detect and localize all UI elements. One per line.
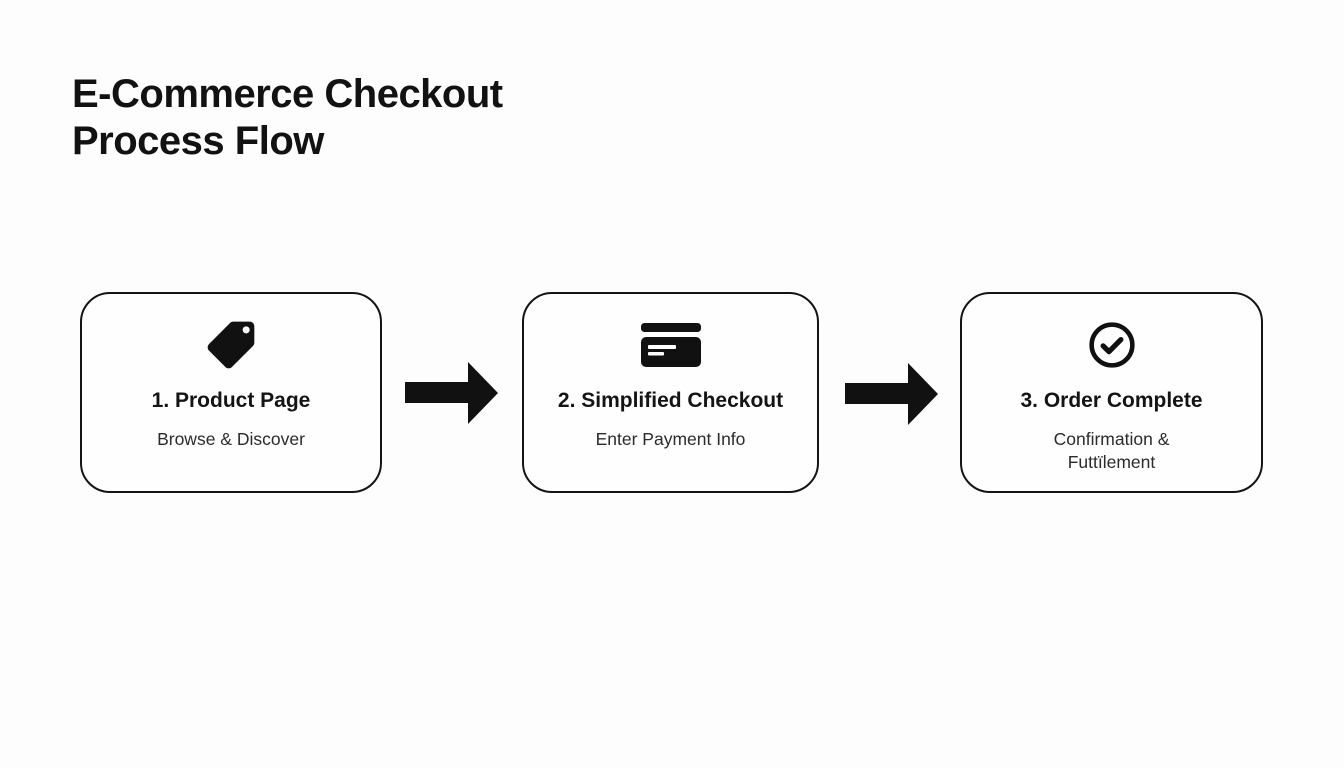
tag-icon (203, 314, 259, 376)
arrow-right-icon (845, 363, 938, 430)
step-subtitle: Confirmation & Futtïlement (1053, 429, 1170, 472)
step-title: 3. Order Complete (1020, 389, 1203, 412)
step-box-order-complete: 3. Order Complete Confirmation & Futtïle… (960, 292, 1263, 493)
check-circle-icon (1086, 314, 1138, 376)
step-title: 2. Simplified Checkout (557, 389, 784, 412)
step-subtitle: Enter Payment Info (595, 429, 746, 450)
credit-card-icon (640, 314, 701, 376)
step-title: 1. Product Page (151, 389, 311, 412)
page-title: E-Commerce Checkout Process Flow (72, 71, 503, 163)
arrow-right-icon (405, 362, 498, 429)
step-box-simplified-checkout: 2. Simplified Checkout Enter Payment Inf… (522, 292, 819, 493)
step-box-product-page: 1. Product Page Browse & Discover (80, 292, 382, 493)
step-subtitle: Browse & Discover (157, 429, 305, 450)
